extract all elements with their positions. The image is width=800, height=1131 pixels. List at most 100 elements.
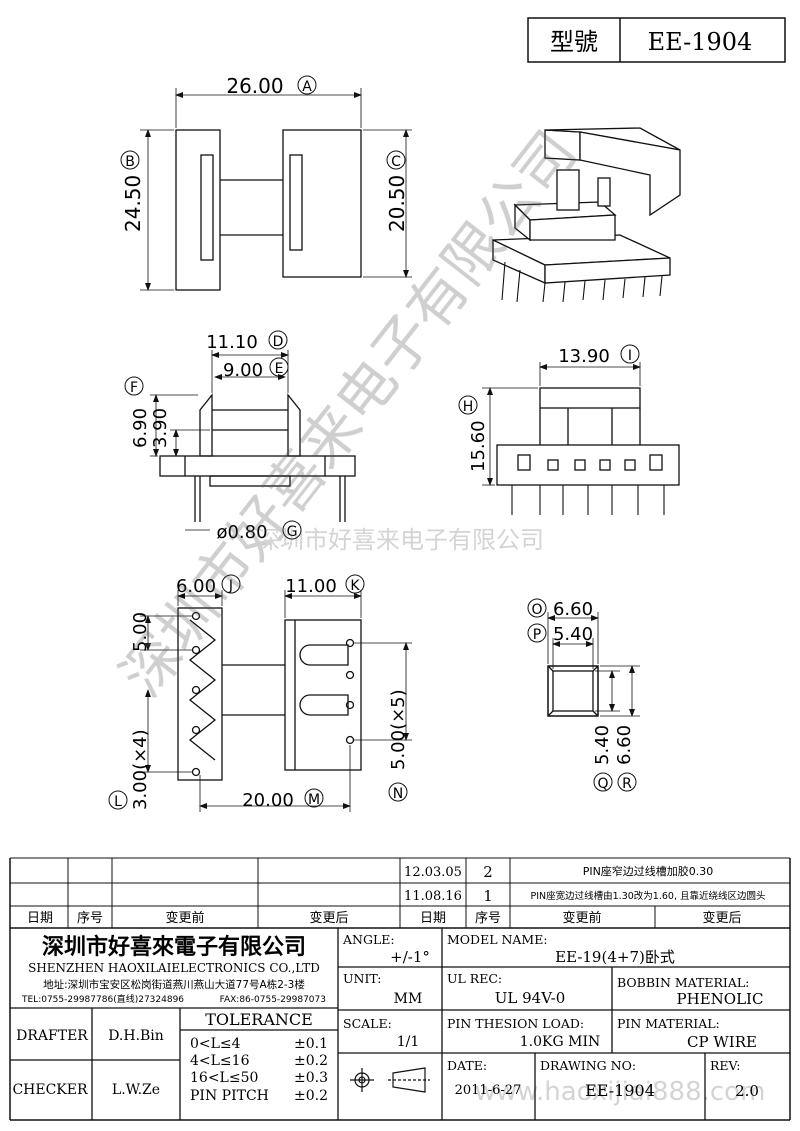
watermark-url: www.haoxijiai888.com xyxy=(475,1077,766,1107)
pin-load-label: PIN THESION LOAD: xyxy=(447,1016,584,1031)
model-label: 型號 xyxy=(550,28,598,56)
front-view xyxy=(150,350,356,531)
svg-text:I: I xyxy=(628,348,632,364)
date-label: DATE: xyxy=(447,1058,487,1073)
revision-row-1: 11.08.16 1 PIN座宽边过线槽由1.30改为1.60, 且靠近绕线区边… xyxy=(404,887,765,905)
tolerance-title: TOLERANCE xyxy=(205,1010,313,1029)
revision-table xyxy=(9,857,791,1120)
bobbin-material-value: PHENOLIC xyxy=(677,990,764,1008)
svg-text:J: J xyxy=(228,578,233,594)
dim-b-tag: B xyxy=(120,150,140,170)
dim-c-value: 20.50 xyxy=(385,175,409,232)
svg-text:C: C xyxy=(391,154,401,170)
svg-text:日期: 日期 xyxy=(27,911,53,926)
dim-l-tag: L xyxy=(108,790,128,810)
watermark-line: 深圳市好喜来电子有限公司 xyxy=(256,526,544,554)
top-view xyxy=(140,88,412,291)
checker-value: L.W.Ze xyxy=(112,1082,160,1098)
tol1-range: 0<L≤4 xyxy=(190,1036,241,1052)
dim-r-tag: R xyxy=(617,772,637,792)
tol2-range: 4<L≤16 xyxy=(190,1053,250,1069)
pin-section-view xyxy=(547,612,640,717)
svg-text:A: A xyxy=(302,79,312,95)
dim-m-tag: M xyxy=(304,788,324,808)
svg-text:序号: 序号 xyxy=(77,911,103,926)
dim-k-tag: K xyxy=(345,574,365,594)
svg-text:12.03.05: 12.03.05 xyxy=(404,865,462,880)
svg-text:Q: Q xyxy=(597,776,608,792)
title-block-grid xyxy=(10,928,790,1121)
svg-text:序号: 序号 xyxy=(475,911,501,926)
dim-l-value: 3.00(×4) xyxy=(130,729,151,810)
dim-e-tag: E xyxy=(269,357,289,377)
dim-q-value: 5.40 xyxy=(592,725,613,765)
bobbin-material-label: BOBBIN MATERIAL: xyxy=(617,975,749,990)
svg-text:P: P xyxy=(533,627,541,643)
svg-text:变更前: 变更前 xyxy=(562,910,601,926)
projection-symbol-icon xyxy=(350,1067,430,1093)
dim-q-tag: Q xyxy=(593,772,613,792)
dim-m-value: 20.00 xyxy=(242,790,294,811)
unit-value: MM xyxy=(394,991,423,1007)
drawing-no-label: DRAWING NO: xyxy=(540,1058,636,1073)
rev-label: REV: xyxy=(710,1058,741,1073)
checker-label: CHECKER xyxy=(12,1082,88,1098)
drafter-label: DRAFTER xyxy=(16,1028,88,1044)
dim-n-value: 5.00(×5) xyxy=(388,689,409,770)
revision-row-2: 12.03.05 2 PIN座窄边过线槽加胶0.30 xyxy=(404,863,713,881)
dim-e-value: 9.00 xyxy=(223,360,263,381)
unit-label: UNIT: xyxy=(343,971,382,986)
svg-text:N: N xyxy=(393,786,403,802)
company-fax: FAX:86-0755-29987073 xyxy=(220,995,326,1005)
svg-text:B: B xyxy=(125,154,135,170)
svg-text:PIN座宽边过线槽由1.30改为1.60, 且靠近绕线区边圆: PIN座宽边过线槽由1.30改为1.60, 且靠近绕线区边圆头 xyxy=(531,890,766,902)
drawing-no-value: EE-1904 xyxy=(585,1081,655,1100)
dim-j-tag: J xyxy=(221,574,241,594)
dim-o-value: 6.60 xyxy=(553,599,593,620)
angle-label: ANGLE: xyxy=(342,932,395,947)
dim-g-value: ø0.80 xyxy=(216,522,267,543)
scale-label: SCALE: xyxy=(343,1016,392,1031)
bottom-view xyxy=(140,590,412,812)
dim-f2-value: 3.90 xyxy=(150,408,171,448)
svg-text:变更前: 变更前 xyxy=(165,910,204,926)
drafter-value: D.H.Bin xyxy=(108,1028,164,1044)
tol3-range: 16<L≤50 xyxy=(190,1070,258,1086)
dim-h-value: 15.60 xyxy=(468,420,489,472)
tol4-value: ±0.2 xyxy=(294,1088,328,1104)
company-name-cn: 深圳市好喜來電子有限公司 xyxy=(42,934,306,960)
svg-text:变更后: 变更后 xyxy=(702,910,741,926)
tol3-value: ±0.3 xyxy=(294,1070,328,1086)
svg-text:1: 1 xyxy=(483,887,493,905)
scale-value: 1/1 xyxy=(397,1034,420,1050)
svg-text:K: K xyxy=(350,578,360,594)
dim-a-tag: A xyxy=(297,75,317,95)
svg-text:PIN座窄边过线槽加胶0.30: PIN座窄边过线槽加胶0.30 xyxy=(583,864,714,878)
rev-value: 2.0 xyxy=(735,1082,759,1100)
dim-a-value: 26.00 xyxy=(226,74,283,98)
company-address: 地址:深圳市宝安区松岗街道燕川燕山大道77号A栋2-3楼 xyxy=(43,978,305,991)
company-name-en: SHENZHEN HAOXILAIELECTRONICS CO.,LTD xyxy=(28,961,320,975)
dim-d-tag: D xyxy=(268,330,288,350)
pin-material-label: PIN MATERIAL: xyxy=(617,1016,720,1031)
date-value: 2011-6-27 xyxy=(455,1083,522,1098)
ul-rec-label: UL REC: xyxy=(447,971,502,986)
dim-p-tag: P xyxy=(527,623,547,643)
dim-n-tag: N xyxy=(388,782,408,802)
company-block: 深圳市好喜來電子有限公司 SHENZHEN HAOXILAIELECTRONIC… xyxy=(21,934,326,1005)
svg-text:G: G xyxy=(287,524,298,540)
svg-text:F: F xyxy=(130,380,138,396)
dim-c-tag: C xyxy=(386,150,406,170)
dim-j-value: 6.00 xyxy=(176,576,216,597)
ul-rec-value: UL 94V-0 xyxy=(495,989,566,1007)
svg-text:M: M xyxy=(308,792,320,808)
svg-text:R: R xyxy=(622,776,632,792)
pin-load-value: 1.0KG MIN xyxy=(520,1034,600,1050)
dim-r-value: 6.60 xyxy=(614,725,635,765)
dim-i-tag: I xyxy=(620,344,640,364)
dim-o-tag: O xyxy=(527,598,547,618)
dim-g-tag: G xyxy=(282,520,302,540)
svg-text:日期: 日期 xyxy=(420,911,446,926)
isometric-view xyxy=(492,127,681,303)
